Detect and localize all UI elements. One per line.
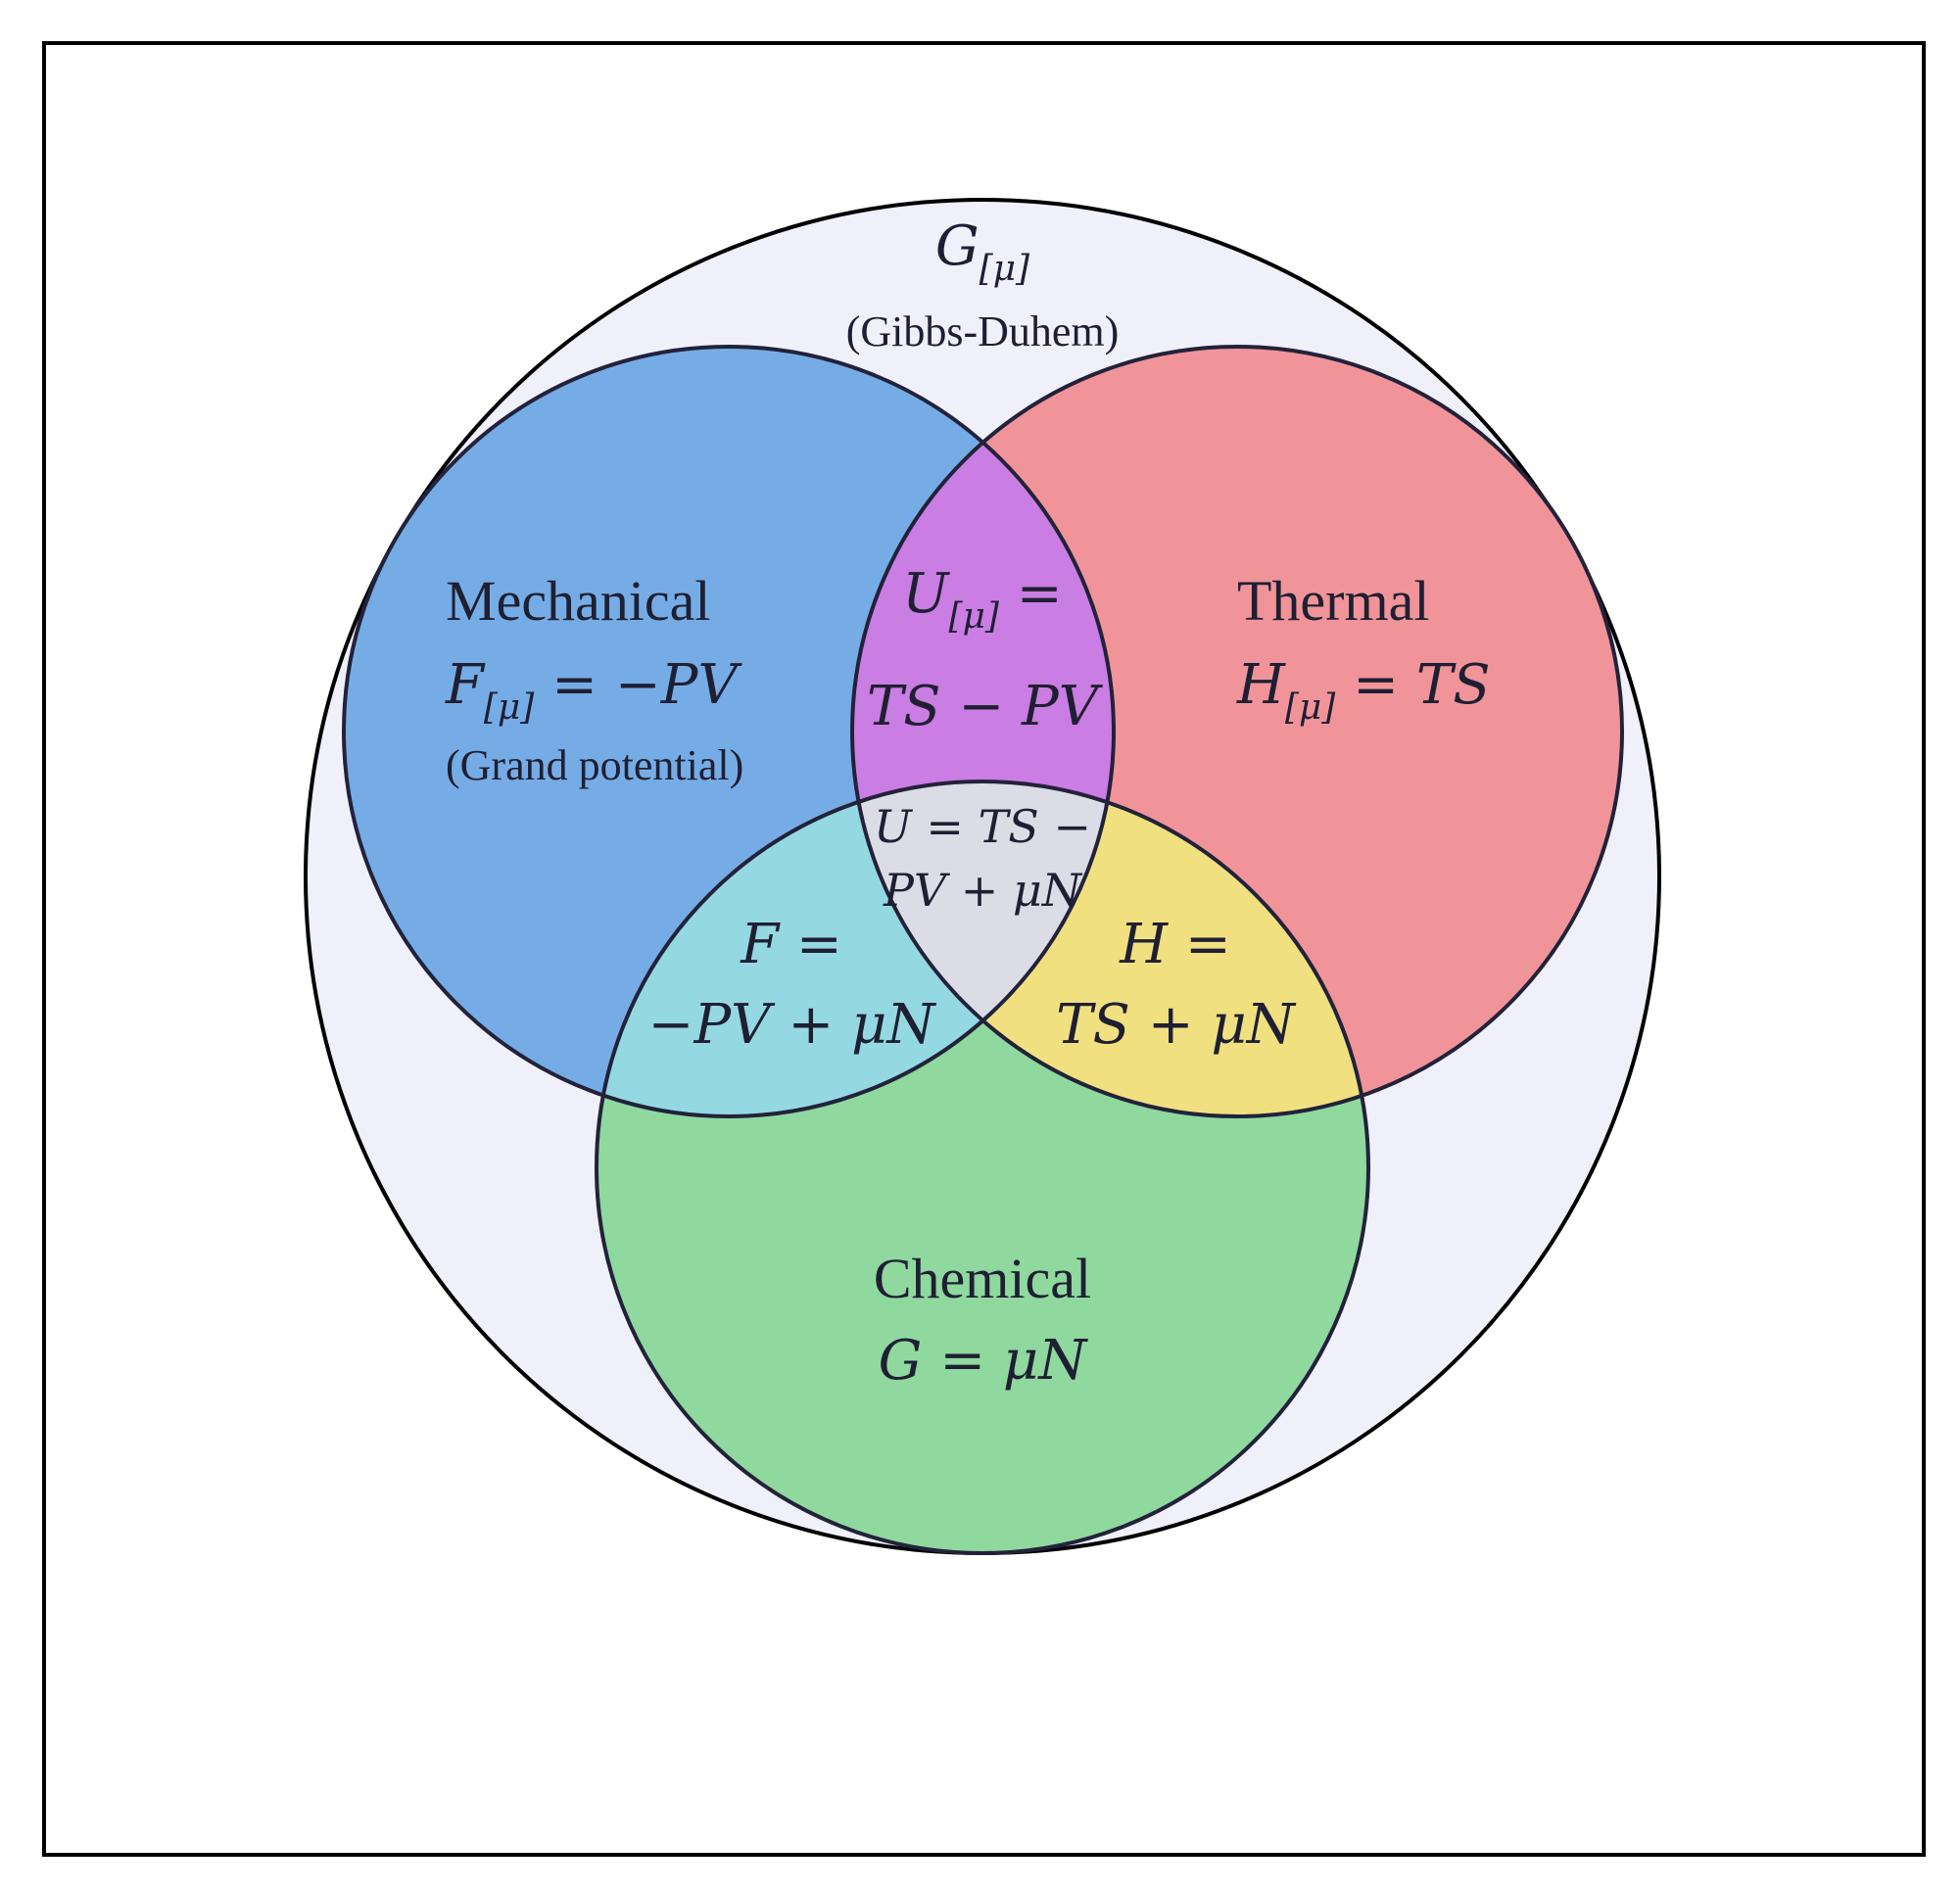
mechanical-name: Mechanical bbox=[446, 569, 711, 633]
outline-chemical bbox=[595, 780, 1370, 1555]
chemical-name: Chemical bbox=[874, 1247, 1091, 1310]
chemical-equation: G = μN bbox=[879, 1329, 1089, 1393]
outline-thermal bbox=[850, 345, 1624, 1118]
mech-chem-line1: F = bbox=[740, 913, 842, 976]
therm-chem-line2: TS + μN bbox=[1056, 993, 1297, 1057]
outline-mechanical bbox=[342, 345, 1116, 1118]
all-three-line2: PV + μN bbox=[883, 864, 1083, 917]
thermal-equation: H[μ] = TS bbox=[1236, 653, 1491, 728]
mechanical-equation: F[μ] = −PV bbox=[445, 653, 742, 728]
all-three-line1: U = TS − bbox=[874, 800, 1091, 853]
region-thermal-chemical bbox=[852, 781, 1368, 1116]
mech-chem-line2: −PV + μN bbox=[648, 993, 937, 1057]
therm-chem-line1: H = bbox=[1119, 913, 1231, 976]
region-mechanical-chemical bbox=[597, 781, 1114, 1116]
mechanical-note: (Grand potential) bbox=[446, 741, 743, 789]
outer-label: G[μ] bbox=[935, 214, 1030, 289]
mech-thermal-line1: U[μ] = bbox=[902, 562, 1062, 637]
outer-note: (Gibbs-Duhem) bbox=[846, 307, 1120, 355]
thermal-name: Thermal bbox=[1237, 569, 1429, 633]
mech-thermal-line2: TS − PV bbox=[867, 675, 1104, 738]
